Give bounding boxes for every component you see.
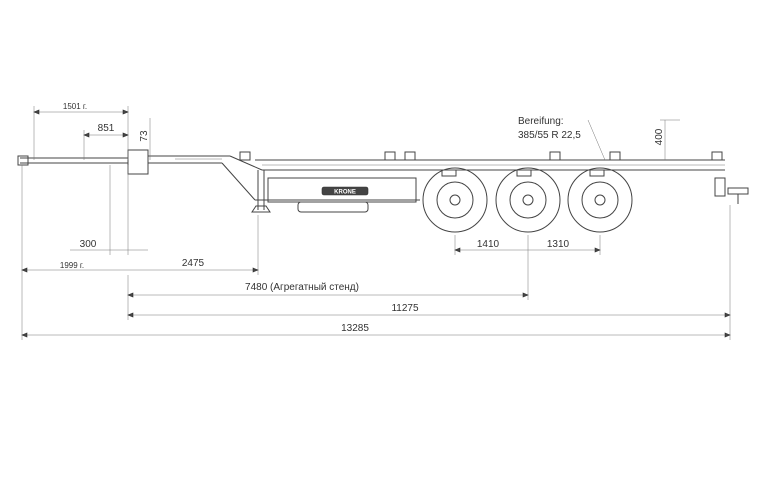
dimension-lines <box>21 106 731 340</box>
dim-1310: 1310 <box>547 239 570 250</box>
tire-note-size: 385/55 R 22,5 <box>518 130 581 141</box>
dimension-labels: 1501 г. 851 73 300 1999 г. 2475 1410 131… <box>60 102 665 334</box>
dim-11275: 11275 <box>391 303 419 314</box>
dim-13285: 13285 <box>341 323 369 334</box>
dim-7480: 7480 (Агрегатный стенд) <box>245 282 359 293</box>
wheel-axle-3 <box>567 167 633 233</box>
brand-plate: KRONE <box>334 190 356 196</box>
tire-specification-note: Bereifung: 385/55 R 22,5 <box>518 116 581 141</box>
dim-300: 300 <box>80 239 97 250</box>
dim-851: 851 <box>98 123 115 134</box>
wheel-axle-2 <box>495 167 561 233</box>
dim-1501: 1501 г. <box>63 102 87 111</box>
wheel-axle-1 <box>422 167 488 233</box>
dim-2475: 2475 <box>182 258 205 269</box>
dim-1999: 1999 г. <box>60 261 84 270</box>
tire-note-label: Bereifung: <box>518 116 564 127</box>
dim-73: 73 <box>139 130 150 142</box>
trailer-chassis: KRONE <box>17 149 749 213</box>
dim-400: 400 <box>654 128 665 145</box>
dim-1410: 1410 <box>477 239 500 250</box>
